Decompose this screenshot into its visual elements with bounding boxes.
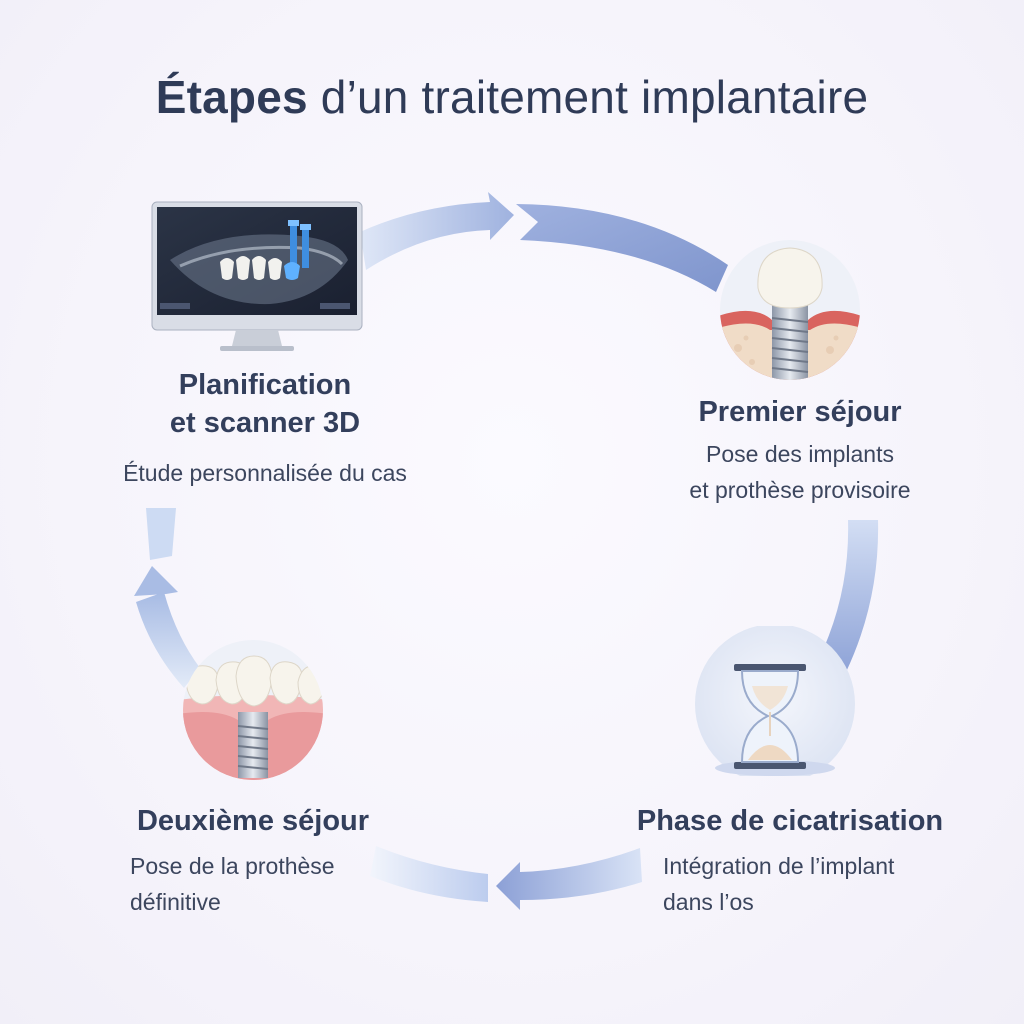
step-1-description: Étude personnalisée du cas (123, 460, 407, 486)
step-3-description: Intégration de l’implant dans l’os (663, 853, 895, 915)
arrow-left-upper (146, 508, 176, 560)
arrow-left-lower (136, 592, 200, 688)
step-2-title: Premier séjour (698, 396, 902, 428)
hourglass-icon (692, 624, 858, 784)
arrow-bottom-left (370, 846, 488, 902)
arrow-left-head (134, 566, 178, 596)
step-4-description: Pose de la prothèse définitive (130, 853, 335, 915)
implant-with-crown-icon (718, 238, 862, 382)
arrow-right (822, 520, 879, 672)
step-2-description: Pose des implants et prothèse provisoire (689, 441, 911, 503)
monitor-3d-scan-icon (150, 200, 365, 355)
arrow-top-left (360, 192, 514, 270)
step-4-title: Deuxième séjour (136, 805, 370, 837)
diagram-title: Étapes d’un traitement implantaire (155, 71, 869, 123)
step-1-title: Planification et scanner 3D (169, 369, 361, 439)
step-3-title: Phase de cicatrisation (636, 805, 944, 837)
implant-bridge-icon (178, 634, 328, 782)
arrow-bottom-right (496, 848, 642, 910)
arrow-top-right (516, 204, 728, 292)
